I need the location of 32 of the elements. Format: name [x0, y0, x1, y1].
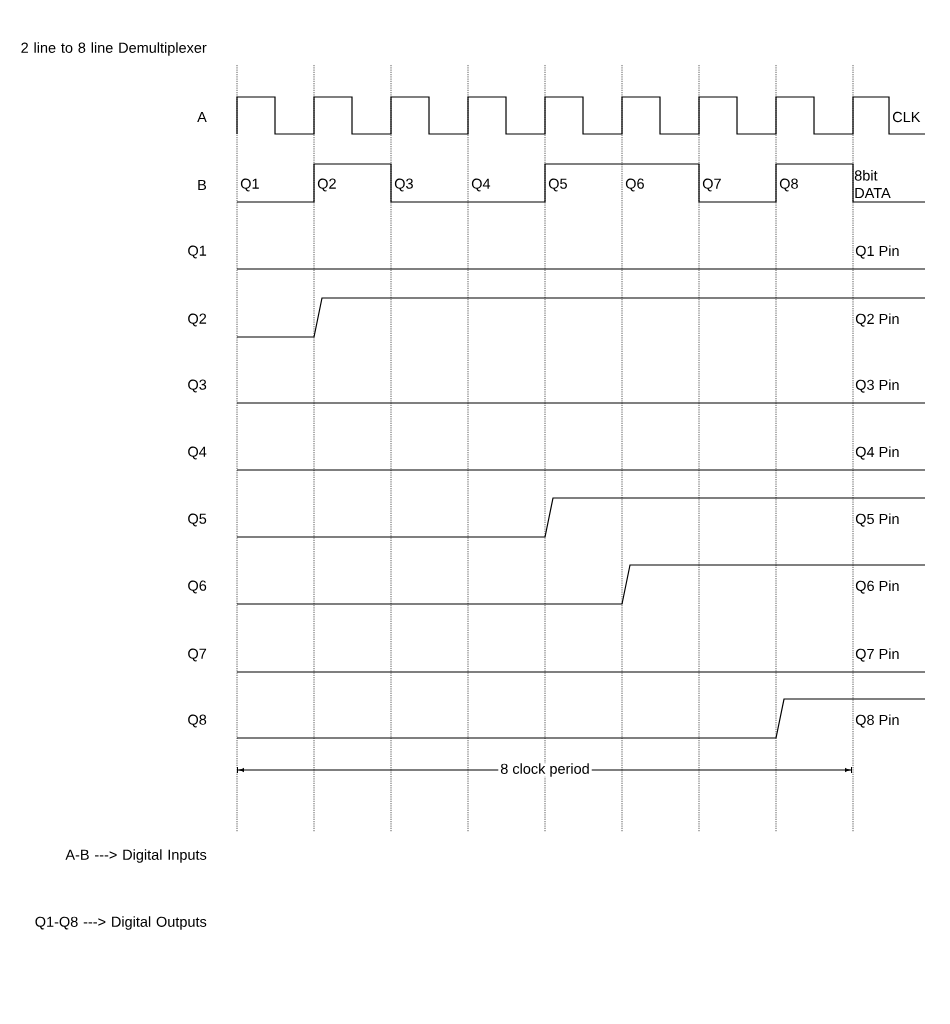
bit-label: Q3	[394, 178, 413, 192]
signal-label: Q5	[188, 513, 207, 527]
signal-label: 8bit DATA	[854, 170, 891, 198]
signal-label: Q3	[188, 379, 207, 393]
bit-label: Q4	[471, 178, 491, 192]
pin-label: Q6 Pin	[855, 580, 899, 594]
signal-label: CLK	[892, 111, 921, 123]
signal-label: Q6	[188, 580, 207, 594]
signal-label: Q7	[188, 648, 207, 662]
signal-label: Q2	[188, 313, 207, 327]
bit-label: Q8	[779, 178, 798, 192]
bit-label: Q1	[240, 178, 259, 192]
pin-label: Q8 Pin	[855, 714, 899, 728]
note: Q1-Q8 ---> Digital Outputs	[35, 916, 207, 930]
bit-label: Q5	[548, 178, 567, 192]
signal-label: Q8	[188, 714, 207, 728]
dimension-label: 8 clock period	[498, 763, 592, 777]
bit-label: Q7	[702, 178, 721, 192]
signal-label: B	[198, 180, 207, 190]
note: A-B ---> Digital Inputs	[65, 849, 207, 863]
pin-label: Q7 Pin	[855, 648, 899, 662]
title: 2 line to 8 line Demultiplexer	[21, 42, 207, 56]
pin-label: Q5 Pin	[855, 513, 899, 527]
pin-label: Q2 Pin	[855, 313, 899, 327]
signal-label: A	[197, 112, 207, 122]
signal-label: Q1	[188, 245, 207, 259]
signal-label: Q4	[188, 446, 207, 460]
pin-label: Q4 Pin	[855, 446, 899, 460]
bit-label: Q2	[317, 178, 336, 192]
pin-label: Q3 Pin	[855, 379, 899, 393]
bit-label: Q6	[625, 178, 644, 192]
pin-label: Q1 Pin	[855, 245, 899, 259]
